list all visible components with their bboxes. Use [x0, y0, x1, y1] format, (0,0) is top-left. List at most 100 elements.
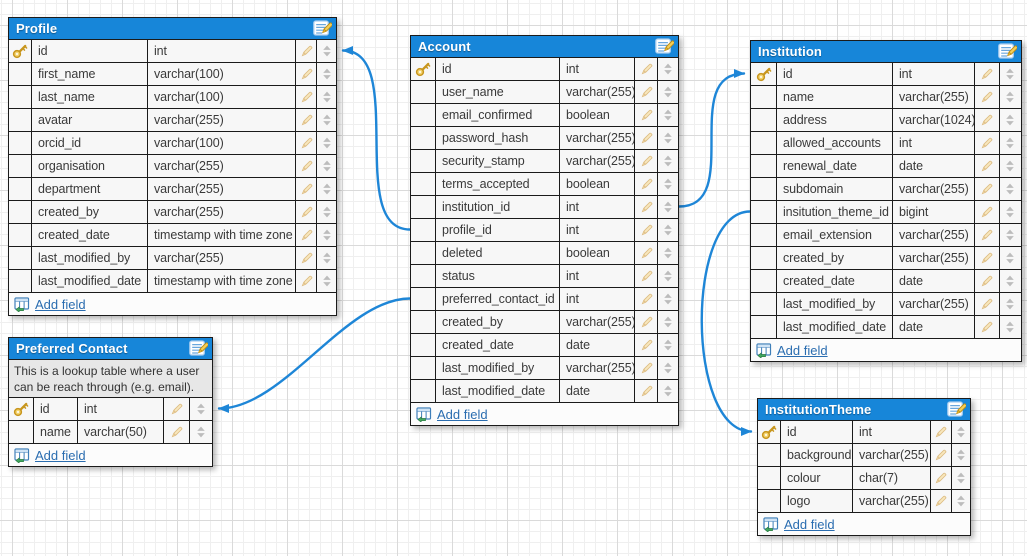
field-type[interactable]: varchar(50) [78, 421, 164, 443]
edit-field-button[interactable] [635, 104, 658, 126]
field-name[interactable]: created_date [777, 270, 893, 292]
edit-field-button[interactable] [296, 63, 318, 85]
edit-field-button[interactable] [296, 86, 318, 108]
edit-table-icon[interactable] [947, 401, 966, 418]
reorder-field-handle[interactable] [658, 104, 678, 126]
field-name[interactable]: subdomain [777, 178, 893, 200]
field-type[interactable]: boolean [560, 104, 635, 126]
reorder-field-handle[interactable] [1000, 155, 1021, 177]
edit-field-button[interactable] [635, 173, 658, 195]
field-name[interactable]: id [34, 398, 78, 420]
reorder-field-handle[interactable] [317, 155, 336, 177]
edit-table-icon[interactable] [655, 38, 674, 55]
edit-field-button[interactable] [635, 127, 658, 149]
edit-field-button[interactable] [296, 224, 318, 246]
field-name[interactable]: id [436, 58, 560, 80]
relationship-arrow-institution-institutiontheme[interactable] [700, 210, 753, 436]
field-type[interactable]: int [853, 421, 931, 443]
field-type[interactable]: int [560, 219, 635, 241]
edit-field-button[interactable] [635, 58, 658, 80]
reorder-field-handle[interactable] [1000, 63, 1021, 85]
reorder-field-handle[interactable] [952, 421, 970, 443]
field-type[interactable]: int [148, 40, 296, 62]
reorder-field-handle[interactable] [190, 398, 212, 420]
reorder-field-handle[interactable] [1000, 224, 1021, 246]
edit-field-button[interactable] [296, 132, 318, 154]
relationship-arrow-account-institution[interactable] [677, 69, 746, 208]
reorder-field-handle[interactable] [658, 58, 678, 80]
field-name[interactable]: name [777, 86, 893, 108]
reorder-field-handle[interactable] [658, 357, 678, 379]
edit-field-button[interactable] [296, 201, 318, 223]
field-type[interactable]: boolean [560, 242, 635, 264]
table-header[interactable]: Institution [751, 41, 1021, 63]
reorder-field-handle[interactable] [317, 132, 336, 154]
edit-field-button[interactable] [635, 311, 658, 333]
field-type[interactable]: varchar(100) [148, 63, 296, 85]
reorder-field-handle[interactable] [317, 109, 336, 131]
edit-field-button[interactable] [635, 334, 658, 356]
field-type[interactable]: varchar(255) [893, 178, 975, 200]
field-type[interactable]: varchar(255) [148, 155, 296, 177]
field-name[interactable]: deleted [436, 242, 560, 264]
reorder-field-handle[interactable] [317, 201, 336, 223]
reorder-field-handle[interactable] [317, 63, 336, 85]
edit-table-icon[interactable] [189, 340, 208, 357]
field-name[interactable]: profile_id [436, 219, 560, 241]
reorder-field-handle[interactable] [658, 380, 678, 402]
reorder-field-handle[interactable] [658, 219, 678, 241]
reorder-field-handle[interactable] [1000, 109, 1021, 131]
reorder-field-handle[interactable] [1000, 201, 1021, 223]
edit-field-button[interactable] [164, 421, 190, 443]
edit-field-button[interactable] [635, 150, 658, 172]
reorder-field-handle[interactable] [317, 270, 336, 292]
field-type[interactable]: boolean [560, 173, 635, 195]
reorder-field-handle[interactable] [317, 178, 336, 200]
field-type[interactable]: varchar(255) [148, 178, 296, 200]
field-type[interactable]: varchar(100) [148, 132, 296, 154]
edit-table-icon[interactable] [313, 20, 332, 37]
edit-field-button[interactable] [975, 63, 1000, 85]
field-type[interactable]: timestamp with time zone [148, 224, 296, 246]
field-type[interactable]: varchar(255) [148, 201, 296, 223]
field-name[interactable]: institution_id [436, 196, 560, 218]
reorder-field-handle[interactable] [952, 490, 970, 512]
add-field-link[interactable]: Add field [35, 296, 86, 312]
field-type[interactable]: varchar(1024) [893, 109, 975, 131]
field-type[interactable]: int [78, 398, 164, 420]
field-type[interactable]: date [893, 316, 975, 338]
field-name[interactable]: created_date [436, 334, 560, 356]
field-name[interactable]: preferred_contact_id [436, 288, 560, 310]
reorder-field-handle[interactable] [1000, 270, 1021, 292]
field-type[interactable]: int [893, 132, 975, 154]
reorder-field-handle[interactable] [1000, 316, 1021, 338]
reorder-field-handle[interactable] [658, 150, 678, 172]
field-type[interactable]: int [560, 58, 635, 80]
edit-field-button[interactable] [931, 421, 952, 443]
reorder-field-handle[interactable] [1000, 132, 1021, 154]
reorder-field-handle[interactable] [1000, 247, 1021, 269]
field-name[interactable]: last_name [32, 86, 148, 108]
reorder-field-handle[interactable] [317, 40, 336, 62]
table-header[interactable]: InstitutionTheme [758, 399, 970, 421]
add-field-link[interactable]: Add field [784, 516, 835, 532]
field-name[interactable]: id [777, 63, 893, 85]
edit-field-button[interactable] [975, 86, 1000, 108]
reorder-field-handle[interactable] [190, 421, 212, 443]
field-type[interactable]: varchar(255) [560, 150, 635, 172]
field-type[interactable]: date [560, 334, 635, 356]
field-type[interactable]: varchar(255) [853, 490, 931, 512]
reorder-field-handle[interactable] [317, 247, 336, 269]
reorder-field-handle[interactable] [317, 86, 336, 108]
field-name[interactable]: first_name [32, 63, 148, 85]
reorder-field-handle[interactable] [658, 265, 678, 287]
edit-field-button[interactable] [164, 398, 190, 420]
table-header[interactable]: Preferred Contact [9, 338, 212, 360]
edit-field-button[interactable] [635, 219, 658, 241]
field-type[interactable]: bigint [893, 201, 975, 223]
field-name[interactable]: terms_accepted [436, 173, 560, 195]
add-field-link[interactable]: Add field [777, 342, 828, 358]
edit-table-icon[interactable] [998, 43, 1017, 60]
